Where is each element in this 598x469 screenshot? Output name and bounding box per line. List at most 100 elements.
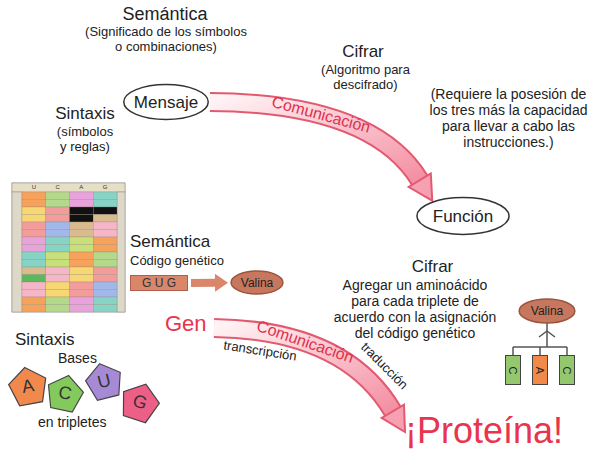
codon-cell: [70, 275, 94, 283]
heading: Semántica: [95, 4, 235, 25]
codon-cell: [70, 200, 94, 208]
pentagon-outline: [82, 359, 125, 402]
codon-cell: [70, 192, 94, 200]
codon-cell: [70, 260, 94, 268]
codon-cell: [70, 305, 94, 313]
codon-cell: [46, 215, 70, 223]
message-ellipse: Mensaje: [122, 83, 210, 121]
codon-cell: [46, 222, 70, 230]
codon-cell: [93, 222, 117, 230]
codon-table: [12, 183, 125, 312]
function-ellipse: Función: [415, 196, 511, 236]
arrow-label: Comunicación: [270, 93, 373, 137]
ellipse-outline: [231, 271, 283, 294]
codon-cell: [22, 297, 46, 305]
codon-cell: [93, 230, 117, 238]
codon-cell: [46, 267, 70, 275]
codon-cell: [93, 305, 117, 313]
codon-cell: [22, 230, 46, 238]
codon-cell: [46, 252, 70, 260]
codon-cell: [46, 207, 70, 215]
codon-cell: [22, 200, 46, 208]
trna-leg: [566, 347, 568, 355]
table-header: U: [22, 184, 46, 191]
codon-cell: [46, 230, 70, 238]
trna-arm: [539, 331, 547, 337]
codon-cell: [22, 282, 46, 290]
codon-cell: [22, 237, 46, 245]
codon-cell: [93, 192, 117, 200]
trna-leg: [512, 347, 514, 355]
codon-cell: [22, 207, 46, 215]
trna-arm: [547, 331, 555, 337]
codon-cell: [70, 245, 94, 253]
arrowhead: [409, 173, 433, 200]
codon-cell: [93, 297, 117, 305]
codon-cell: [70, 207, 94, 215]
codon-cell: [70, 230, 94, 238]
note: Código genético: [130, 254, 250, 269]
codon-table-header: [12, 183, 125, 192]
codon-cell: [93, 215, 117, 223]
amino-acid-ellipse: Valina: [518, 298, 576, 324]
codon-cell: [70, 290, 94, 298]
codon-cell: [93, 282, 117, 290]
node-text: Valina: [241, 277, 273, 289]
node-text: Mensaje: [134, 94, 198, 111]
table-header: G: [93, 184, 117, 191]
table-header: A: [70, 184, 94, 191]
codon-cell: [93, 252, 117, 260]
trna-body: [513, 323, 567, 355]
codon-cell: [46, 237, 70, 245]
base-pentagon: G: [115, 377, 165, 427]
note: Agregar un aminoácido para cada triplete…: [330, 277, 500, 341]
codon-cell: [70, 215, 94, 223]
anticodon-base: A: [532, 355, 548, 385]
codon-cell: [46, 245, 70, 253]
pentagon-outline: [117, 378, 164, 425]
base-pentagon: U: [81, 358, 127, 404]
codon-cell: [22, 260, 46, 268]
codon-table-side: [12, 192, 22, 312]
codon-cell: [70, 252, 94, 260]
trna-leg: [539, 347, 541, 355]
arrow-shaft: [191, 279, 216, 287]
codon-cell: [22, 192, 46, 200]
note: (Requiere la posesión de los tres más la…: [426, 86, 591, 150]
codon-cell: [93, 267, 117, 275]
codon-cell: [22, 305, 46, 313]
ellipse-outline: [417, 198, 509, 235]
note: (símbolos y reglas): [54, 125, 116, 155]
codon-box: G U G: [130, 275, 188, 291]
codon-cell: [93, 260, 117, 268]
codon-cell: [46, 282, 70, 290]
gene-title: Gen: [165, 311, 225, 336]
codon-cell: [22, 267, 46, 275]
codon-cell: [46, 260, 70, 268]
node-text: Valina: [531, 305, 563, 317]
codon-cell: [22, 290, 46, 298]
communication-arrowhead: [382, 405, 405, 432]
note: Bases: [58, 350, 118, 366]
base-pentagon: C: [42, 370, 87, 415]
pentagon-outline: [6, 364, 49, 407]
codon-cell: [46, 275, 70, 283]
codon-cell: [22, 222, 46, 230]
table-header: C: [46, 184, 70, 191]
node-text: Función: [433, 208, 493, 225]
codon-table-side: [117, 192, 125, 312]
codon-cell: [93, 200, 117, 208]
amino-acid-ellipse: Valina: [230, 270, 284, 295]
codon-cell: [93, 245, 117, 253]
heading: Semántica: [130, 232, 240, 252]
note: (Algoritmo para descifrado): [313, 63, 418, 93]
codon-cell: [46, 200, 70, 208]
codon-cell: [93, 275, 117, 283]
codon-cell: [46, 192, 70, 200]
ellipse-outline: [519, 299, 575, 323]
codon-cell: [70, 267, 94, 275]
node-text: A: [535, 366, 546, 373]
